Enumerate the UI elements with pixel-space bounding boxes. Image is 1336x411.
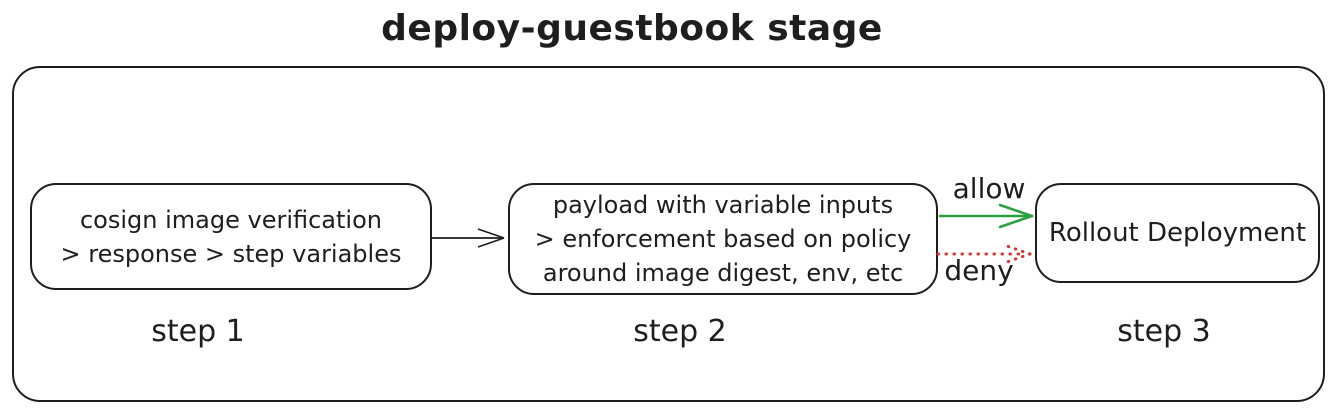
allow-edge-label: allow	[952, 172, 1026, 205]
step-3-label: step 3	[1117, 314, 1211, 349]
step-1-label: step 1	[151, 314, 245, 349]
node-step-2-text-line-2: > enforcement based on policy	[534, 225, 912, 253]
deny-edge-label: deny	[944, 254, 1014, 287]
step-2-label: step 2	[633, 314, 727, 349]
stage-outline-box	[12, 66, 1325, 402]
node-step-1: cosign image verification > response > s…	[30, 183, 432, 290]
node-step-1-text-line-1: cosign image verification	[79, 205, 382, 234]
arrow-step1-to-step2	[432, 228, 505, 248]
node-step-2-text-line-1: payload with variable inputs	[552, 191, 894, 219]
arrow-allow	[938, 203, 1034, 229]
diagram-title: deploy-guestbook stage	[381, 8, 883, 49]
node-step-2: payload with variable inputs > enforceme…	[508, 183, 938, 295]
node-step-3-text-line-1: Rollout Deployment	[1048, 218, 1307, 248]
node-step-3: Rollout Deployment	[1035, 183, 1320, 283]
node-step-1-text-line-2: > response > step variables	[60, 239, 402, 268]
arrow-deny	[936, 243, 1032, 265]
node-step-2-text-line-3: around image digest, env, etc	[542, 259, 904, 287]
